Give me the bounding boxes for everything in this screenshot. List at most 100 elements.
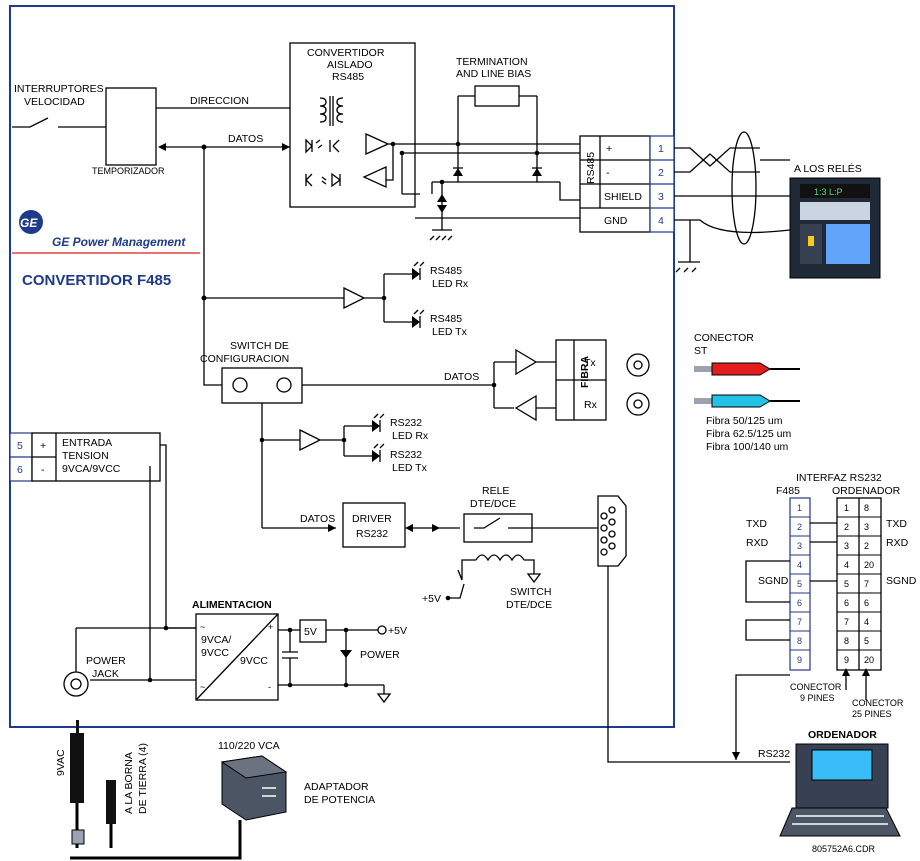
- power-jack-label-2: JACK: [92, 668, 119, 680]
- conector-st-label-1: CONECTOR: [694, 332, 754, 344]
- vca-110-label: 110/220 VCA: [218, 740, 280, 752]
- plus5v-terminal: [377, 625, 387, 635]
- terminal-3: 3: [658, 191, 664, 203]
- dc-plus: +: [268, 622, 273, 632]
- ge-logo: GE: [19, 210, 43, 234]
- ac-tilde-2: ~: [200, 682, 205, 692]
- alimentacion-label: ALIMENTACION: [192, 599, 272, 611]
- txd-right: TXD: [886, 518, 907, 530]
- switch-label: SWITCH: [510, 586, 551, 598]
- db25-pin: 6: [864, 598, 869, 608]
- relay-contact-icon: [474, 517, 598, 529]
- output-ground: [376, 693, 392, 704]
- termination-label: TERMINATION: [456, 56, 528, 68]
- interruptores-label: INTERRUPTORES: [14, 83, 104, 95]
- f485-pin: 6: [797, 598, 802, 608]
- gnd-label: GND: [604, 215, 628, 227]
- bias-wires: [431, 144, 560, 194]
- rs232-led-tx-2: LED Tx: [392, 462, 428, 474]
- ordenador-header: ORDENADOR: [832, 485, 901, 497]
- dc-minus: -: [268, 682, 271, 692]
- supply-output: 9VCC: [240, 655, 268, 667]
- regulator-5v-label: 5V: [304, 626, 317, 638]
- relay-supply: [448, 583, 465, 599]
- f485-pin: 7: [797, 617, 802, 627]
- driver-rs232-box: [342, 502, 406, 548]
- node: [399, 150, 405, 156]
- converter-enclosure: [9, 5, 675, 728]
- rs232-computer-label: RS232: [758, 748, 790, 760]
- convertidor-f485-title: CONVERTIDOR F485: [22, 272, 171, 289]
- node: [147, 677, 153, 683]
- st-connector-tx-icon: [626, 353, 650, 377]
- power-plus: +: [40, 440, 46, 452]
- shield-wire: [402, 182, 580, 201]
- node: [343, 627, 349, 633]
- terminal-6: 6: [17, 464, 23, 476]
- driver-rs232-label: RS232: [356, 528, 388, 540]
- relay-display-text: 1:3 L:P: [814, 187, 843, 197]
- f485-pin: 2: [797, 522, 802, 532]
- arrow: [328, 524, 336, 532]
- node: [163, 625, 169, 631]
- f485-pin: 1: [797, 503, 802, 513]
- optocoupler-icon-1: [305, 138, 340, 154]
- power-adapter-icon: [220, 755, 288, 821]
- speed-switch: [12, 117, 106, 128]
- borna-label-1: A LA BORNA: [123, 752, 135, 814]
- tension-label: TENSION: [62, 450, 109, 462]
- direccion-label: DIRECCION: [190, 95, 249, 107]
- power-jack-wires: [75, 627, 196, 681]
- conector-9-label-1: CONECTOR: [790, 682, 842, 692]
- ac-plug-cable-icon: [70, 720, 242, 860]
- switch-position-2: [276, 377, 292, 393]
- isolation-transformer-icon: [319, 96, 344, 126]
- f485-pin: 4: [797, 560, 802, 570]
- relay-coil-icon: [457, 554, 535, 581]
- datos-vertical-bus: [203, 147, 222, 386]
- node: [491, 382, 497, 388]
- rs485-led-icons: [412, 268, 420, 328]
- ge-brand-label: GE Power Management: [52, 235, 186, 249]
- node: [390, 141, 396, 147]
- optocoupler-icon-2: [305, 172, 342, 188]
- rs485-receiver-icon: [362, 165, 387, 189]
- conector-st-label-2: ST: [694, 345, 708, 357]
- ge-monogram: GE: [20, 216, 38, 230]
- rs232-led-tx-1: RS232: [390, 449, 422, 461]
- rs485-led-tx-1: RS485: [430, 313, 462, 325]
- db25-pin: 20: [864, 560, 874, 570]
- power-minus: -: [41, 464, 45, 476]
- adaptador-label-1: ADAPTADOR: [304, 781, 369, 793]
- st-connector-rx-core: [633, 399, 643, 409]
- line-bias-label: AND LINE BIAS: [456, 68, 531, 80]
- db25-pin: 5: [864, 636, 869, 646]
- sgnd-left: SGND: [758, 575, 789, 587]
- led-rays-232: [373, 413, 385, 462]
- db9-pin: 1: [844, 503, 849, 513]
- rxd-right: RXD: [886, 537, 909, 549]
- ground-arrow: [526, 573, 542, 584]
- f485-pin: 8: [797, 636, 802, 646]
- db9-connector-icon: [597, 495, 627, 567]
- datos-label-top: DATOS: [228, 133, 263, 145]
- node: [343, 682, 349, 688]
- f485-header: F485: [776, 485, 800, 497]
- vac9-label: 9VAC: [55, 749, 67, 776]
- rs485-driver-icon: [365, 132, 390, 156]
- rele-dte-dce-label: DTE/DCE: [470, 498, 516, 510]
- node: [381, 295, 387, 301]
- db25-pin: 20: [864, 655, 874, 665]
- rs232-led-rx-1: RS232: [390, 417, 422, 429]
- conector-9-label-2: 9 PINES: [800, 693, 835, 703]
- termination-wires: [457, 95, 538, 153]
- db9-pin: 6: [844, 598, 849, 608]
- power-led-icon: [340, 650, 352, 658]
- db25-pin: 3: [864, 522, 869, 532]
- node: [341, 437, 347, 443]
- rs232-led-icons: [372, 420, 380, 462]
- ordenador-label: ORDENADOR: [808, 729, 877, 741]
- fiber-datos-line: [302, 361, 516, 409]
